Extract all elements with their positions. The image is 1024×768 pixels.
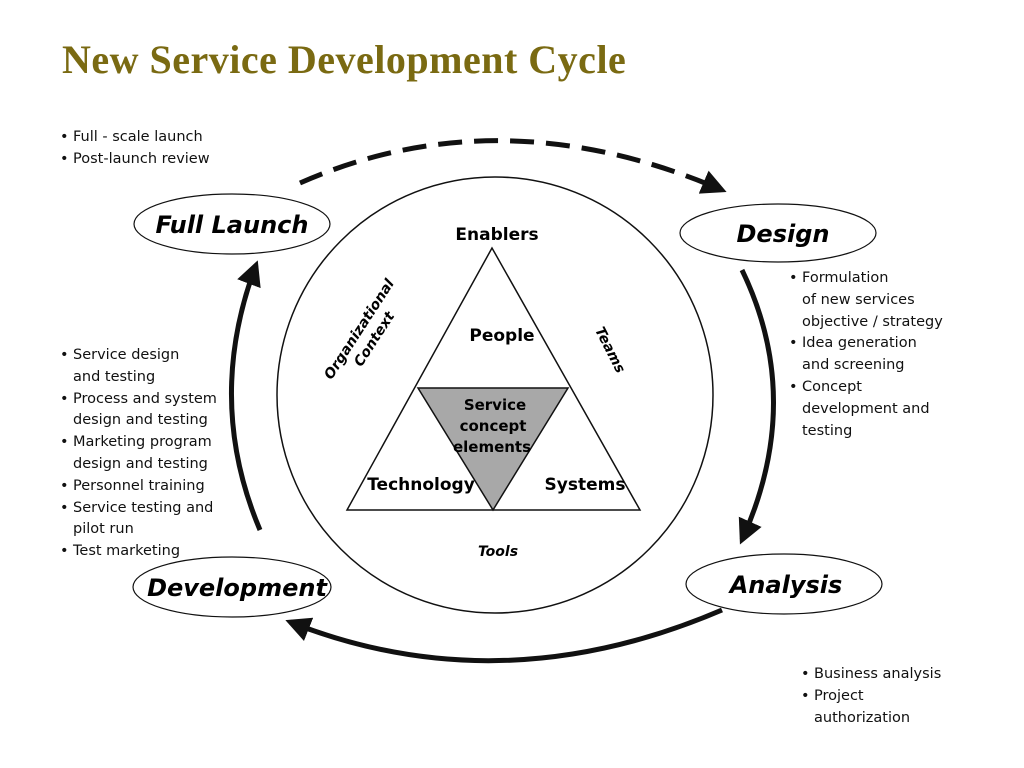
analysis-activity: Business analysis <box>801 664 941 686</box>
analysis-activities: Business analysis Project authorization <box>801 664 941 729</box>
design-activity: Concept development and testing <box>789 377 943 442</box>
development-activity: Test marketing <box>60 541 217 563</box>
people-label: People <box>469 326 534 346</box>
design-activity: Formulation of new services objective / … <box>789 268 943 333</box>
development-activity: Process and system design and testing <box>60 389 217 433</box>
full-launch-label: Full Launch <box>156 211 309 239</box>
design-activities: Formulation of new services objective / … <box>789 268 943 442</box>
development-activity: Marketing program design and testing <box>60 432 217 476</box>
service-concept-line-1: Service <box>464 396 526 414</box>
full-launch-activity: Full - scale launch <box>60 127 210 149</box>
design-activity: Idea generation and screening <box>789 333 943 377</box>
design-ellipse <box>679 203 877 263</box>
enablers-label: Enablers <box>455 225 538 245</box>
analysis-ellipse <box>685 553 883 615</box>
development-activity: Service testing and pilot run <box>60 498 217 542</box>
page-title: New Service Development Cycle <box>62 37 627 82</box>
systems-label: Systems <box>545 475 626 495</box>
analysis-activity: Project authorization <box>801 686 941 730</box>
arrow-design-to-analysis <box>738 268 776 545</box>
analysis-label: Analysis <box>728 571 843 599</box>
development-activities: Service design and testing Process and s… <box>60 345 217 563</box>
development-activity: Personnel training <box>60 476 217 498</box>
full-launch-ellipse <box>133 193 331 255</box>
service-concept-line-3: elements <box>453 438 531 456</box>
development-activity: Service design and testing <box>60 345 217 389</box>
full-launch-activities: Full - scale launch Post-launch review <box>60 127 210 171</box>
development-label: Development <box>147 574 328 602</box>
arrow-full-launch-to-design <box>298 138 727 194</box>
arrow-analysis-to-development <box>285 607 723 664</box>
service-concept-line-2: concept <box>460 417 527 435</box>
development-ellipse <box>132 556 332 618</box>
arrow-development-to-full-launch <box>228 260 263 531</box>
technology-label: Technology <box>367 475 475 495</box>
full-launch-activity: Post-launch review <box>60 149 210 171</box>
design-label: Design <box>737 220 830 248</box>
service-concept-triangle <box>416 387 570 512</box>
tools-label: Tools <box>478 544 518 560</box>
